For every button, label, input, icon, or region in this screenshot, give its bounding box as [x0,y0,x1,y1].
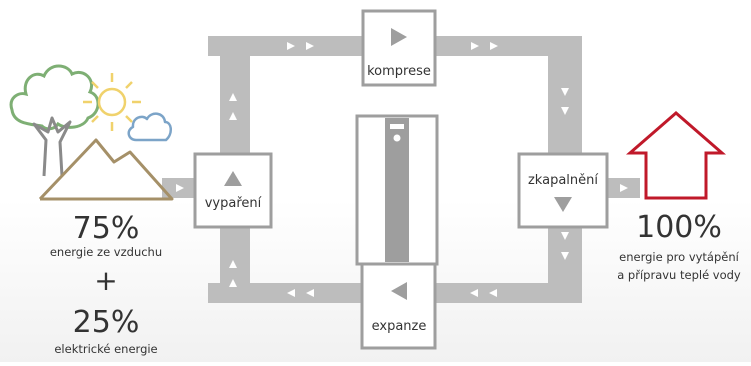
flow-arrows [176,42,628,297]
stage-expansion: expanze [360,258,437,350]
stage-condensation: zkapalnění [517,152,609,229]
air-label: energie ze vzduchu [50,245,162,259]
house-icon [625,111,727,200]
stage-compression: komprese [361,9,437,87]
cloud-icon [127,112,172,142]
flow-arrow-down [561,232,569,240]
flow-arrow-up [229,279,237,287]
flow-arrow-right [287,42,295,50]
mountains-icon [38,138,174,201]
evaporation-label: vypaření [205,196,262,211]
flow-arrow-left [489,289,497,297]
flow-arrow-left [306,289,314,297]
output-label-line2: a přípravu teplé vody [617,268,741,282]
flow-arrow-left [287,289,295,297]
input-energy: 75% energie ze vzduchu + 25% elektrické … [50,211,162,356]
flow-arrow-up [229,93,237,101]
output-percent: 100% [636,210,722,245]
flow-arrow-right [306,42,314,50]
compression-box [361,9,437,87]
condensation-label: zkapalnění [528,173,598,188]
play-right-icon [391,28,407,46]
flow-arrow-right [176,184,184,192]
flow-arrow-right [490,42,498,50]
flow-arrow-down [561,252,569,260]
expansion-box [360,258,437,350]
sun-icon [83,73,141,131]
flow-arrow-up [229,260,237,268]
electric-percent: 25% [73,305,140,340]
play-down-icon [554,197,572,212]
compression-label: komprese [367,64,431,79]
play-left-icon [391,282,407,300]
flow-arrow-down [561,107,569,115]
flow-arrow-right [471,42,479,50]
output-label-line1: energie pro vytápění [619,250,739,264]
stage-evaporation: vypaření [193,152,273,229]
electric-label: elektrické energie [54,342,157,356]
flow-arrow-down [561,88,569,96]
air-percent: 75% [73,211,140,246]
flow-arrow-right [620,184,628,192]
plus-sign: + [94,264,117,297]
evaporation-box [193,152,273,229]
play-up-icon [224,171,242,186]
tree-icon [9,64,100,177]
expansion-label: expanze [372,319,427,334]
output-energy: 100% energie pro vytápění a přípravu tep… [617,210,741,282]
flow-arrow-up [229,112,237,120]
heat-pump-icon [355,114,439,266]
condensation-box [517,152,609,229]
flow-arrow-left [470,289,478,297]
